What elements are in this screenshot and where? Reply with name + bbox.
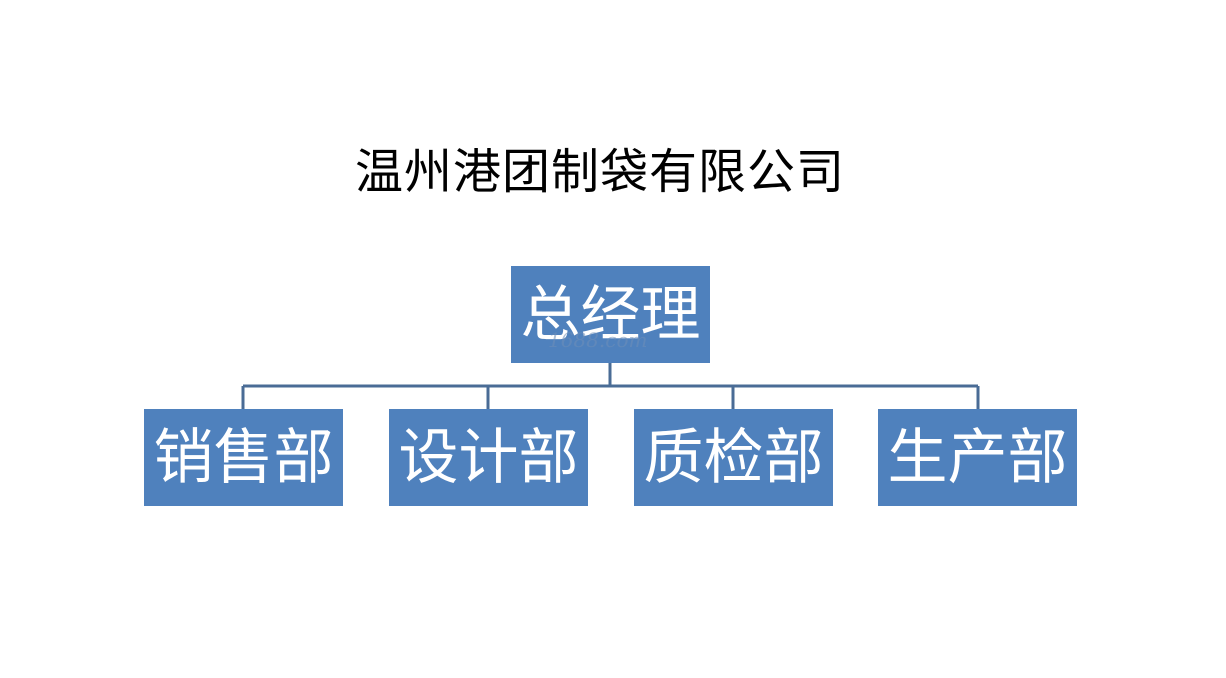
org-node-quality: 质检部	[634, 409, 833, 506]
org-node-design: 设计部	[389, 409, 588, 506]
org-node-label: 设计部	[398, 422, 579, 493]
org-node-label: 质检部	[643, 422, 824, 493]
company-title: 温州港团制袋有限公司	[354, 144, 845, 200]
org-node-general-manager: 总经理	[511, 266, 710, 363]
watermark-logo: 1688.com	[548, 328, 648, 352]
org-node-label: 生产部	[887, 422, 1068, 493]
org-node-production: 生产部	[878, 409, 1077, 506]
org-node-sales: 销售部	[144, 409, 343, 506]
org-node-label: 总经理	[520, 279, 701, 350]
org-node-label: 销售部	[153, 422, 334, 493]
